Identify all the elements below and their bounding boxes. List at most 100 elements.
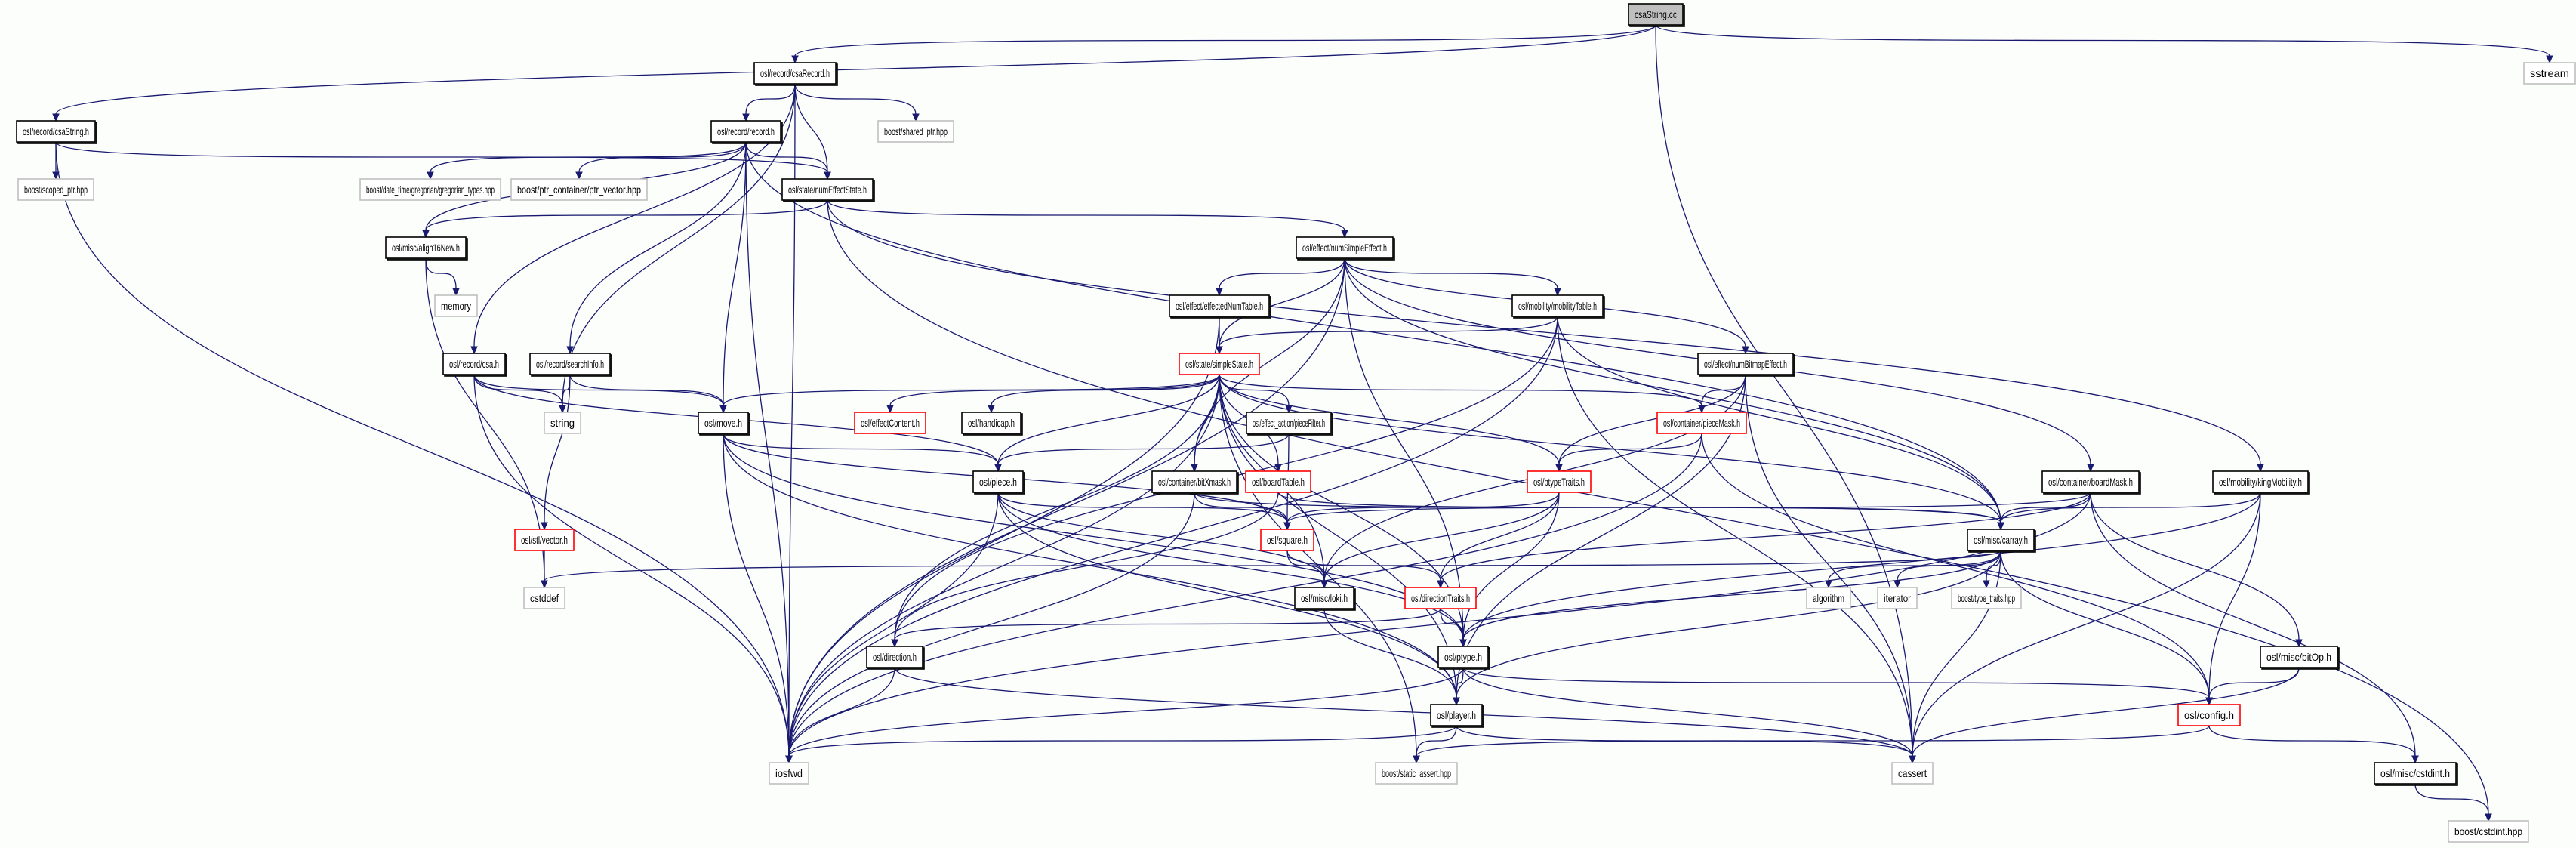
node-box	[1246, 412, 1332, 434]
node-label: osl/stl/vector.h	[521, 534, 568, 546]
node-osl-config-h[interactable]: osl/config.h	[2177, 704, 2241, 726]
node-osl-record-record-h[interactable]: osl/record/record.h	[710, 120, 783, 144]
node-osl-directiontraits-h[interactable]: osl/directionTraits.h	[1404, 587, 1477, 609]
node-box	[1806, 587, 1851, 609]
edge-line	[2414, 783, 2489, 815]
edge-line	[991, 374, 1220, 406]
edge-line	[788, 492, 1195, 757]
node-label: boost/scoped_ptr.hpp	[24, 183, 88, 196]
edge-bitXmask_h-to-square_h	[1194, 492, 1291, 531]
node-box	[1375, 762, 1458, 785]
node-osl-effect-numbitmapeffect-h[interactable]: osl/effect/numBitmapEffect.h	[1697, 353, 1795, 377]
node-box	[1430, 704, 1483, 726]
node-osl-misc-loki-h[interactable]: osl/misc/loki.h	[1294, 587, 1356, 611]
edge-line	[1462, 550, 2001, 640]
edge-line	[569, 374, 724, 406]
edge-line	[1440, 492, 2091, 581]
edge-bitOp_h-to-config_h	[2205, 667, 2300, 706]
node-label: algorithm	[1813, 592, 1844, 604]
arrowhead-icon	[1437, 580, 1444, 589]
edge-simpleState_h-to-bitXmask_h	[1191, 374, 1220, 473]
node-label: osl/effect/effectedNumTable.h	[1176, 300, 1263, 312]
edge-numSimpleEffect_h-to-effectedNumTable_h	[1216, 257, 1345, 297]
node-label: osl/effectContent.h	[861, 417, 920, 429]
node-osl-move-h[interactable]: osl/move.h	[698, 412, 750, 436]
node-osl-container-boardmask-h[interactable]: osl/container/boardMask.h	[2041, 470, 2141, 495]
node-label: osl/record/record.h	[717, 125, 775, 137]
node-osl-piece-h[interactable]: osl/piece.h	[972, 470, 1025, 495]
edge-line	[1416, 725, 2210, 757]
node-label: osl/move.h	[704, 417, 742, 429]
node-label: sstream	[2530, 67, 2569, 79]
node-osl-boardtable-h[interactable]: osl/boardTable.h	[1245, 470, 1311, 493]
node-label: osl/effect/numBitmapEffect.h	[1704, 358, 1787, 370]
arrowhead-icon	[886, 405, 894, 414]
edge-line	[745, 141, 790, 757]
edge-line	[1456, 667, 1464, 698]
node-osl-ptypetraits-h[interactable]: osl/ptypeTraits.h	[1527, 470, 1592, 493]
edge-carray_h-to-algorithm	[1825, 550, 2001, 589]
node-osl-container-bitxmask-h[interactable]: osl/container/bitXmask.h	[1151, 470, 1239, 495]
node-osl-ptype-h[interactable]: osl/ptype.h	[1437, 646, 1490, 670]
node-osl-effect-numsimpleeffect-h[interactable]: osl/effect/numSimpleEffect.h	[1296, 236, 1395, 261]
node-osl-record-csa-h[interactable]: osl/record/csa.h	[442, 353, 507, 377]
edge-line	[1558, 433, 1702, 465]
node-label: osl/container/pieceMask.h	[1663, 417, 1740, 429]
node-box	[1245, 470, 1311, 493]
arrowhead-icon	[824, 171, 831, 180]
node-label: osl/record/csaString.h	[23, 125, 89, 137]
arrowhead-icon	[1341, 230, 1348, 239]
node-osl-square-h[interactable]: osl/square.h	[1260, 529, 1314, 551]
node-osl-direction-h[interactable]: osl/direction.h	[866, 646, 925, 670]
edge-line	[723, 141, 747, 406]
node-osl-state-simplestate-h[interactable]: osl/state/simpleState.h	[1179, 353, 1260, 375]
node-osl-state-numeffectstate-h[interactable]: osl/state/numEffectState.h	[781, 178, 875, 202]
edge-line	[788, 83, 796, 757]
node-label: osl/mobility/mobilityTable.h	[1518, 300, 1597, 312]
node-osl-player-h[interactable]: osl/player.h	[1430, 704, 1484, 728]
edge-line	[473, 374, 563, 406]
node-label: boost/cstdint.hpp	[2454, 825, 2522, 837]
edge-move_h-to-piece_h	[723, 433, 1002, 473]
edge-kingMobility_h-to-config_h	[2205, 492, 2261, 706]
node-box	[1628, 3, 1684, 26]
node-label: osl/handicap.h	[968, 417, 1015, 429]
node-osl-effectcontent-h[interactable]: osl/effectContent.h	[854, 412, 926, 434]
node-osl-stl-vector-h[interactable]: osl/stl/vector.h	[514, 529, 575, 551]
node-label: osl/mobility/kingMobility.h	[2219, 476, 2302, 488]
node-boost-scoped-ptr-hpp: boost/scoped_ptr.hpp	[17, 178, 94, 201]
arrowhead-icon	[1191, 464, 1198, 473]
node-osl-mobility-kingmobility-h[interactable]: osl/mobility/kingMobility.h	[2212, 470, 2310, 495]
node-osl-misc-bitop-h[interactable]: osl/misc/bitOp.h	[2260, 646, 2340, 670]
node-osl-effect-effectednumtable-h[interactable]: osl/effect/effectedNumTable.h	[1169, 294, 1271, 319]
arrowhead-icon	[2546, 55, 2553, 64]
edge-ptypeTraits_h-to-ptype_h	[1459, 492, 1560, 648]
node-osl-misc-align16new-h[interactable]: osl/misc/align16New.h	[385, 236, 468, 261]
node-osl-record-csarecord-h[interactable]: osl/record/csaRecord.h	[753, 62, 838, 86]
node-label: boost/date_time/gregorian/gregorian_type…	[366, 183, 495, 196]
arrowhead-icon	[2257, 464, 2264, 473]
node-osl-misc-cstdint-h[interactable]: osl/misc/cstdint.h	[2374, 762, 2458, 786]
node-osl-effect-action-piecefilter-h[interactable]: osl/effect_action/pieceFilter.h	[1246, 412, 1333, 436]
node-osl-mobility-mobilitytable-h[interactable]: osl/mobility/mobilityTable.h	[1511, 294, 1605, 319]
node-osl-container-piecemask-h[interactable]: osl/container/pieceMask.h	[1656, 412, 1747, 434]
arrowhead-icon	[559, 405, 566, 414]
node-label: osl/player.h	[1437, 709, 1476, 721]
node-csastring-cc[interactable]: csaString.cc	[1628, 3, 1685, 27]
arrowhead-icon	[541, 522, 548, 531]
node-osl-handicap-h[interactable]: osl/handicap.h	[961, 412, 1023, 436]
nodes-layer: csaString.cc osl/record/csaRecord.h sstrea…	[16, 3, 2576, 843]
edge-csaRecord_h-to-record_h	[742, 83, 796, 122]
edge-line	[1745, 374, 1913, 757]
node-osl-misc-carray-h[interactable]: osl/misc/carray.h	[1967, 529, 2036, 553]
node-label: osl/effect/numSimpleEffect.h	[1302, 242, 1387, 254]
edge-piece_h-to-player_h	[997, 492, 1460, 706]
edge-config_h-to-static_assert	[1413, 725, 2210, 764]
node-osl-record-searchinfo-h[interactable]: osl/record/searchInfo.h	[529, 353, 612, 377]
edge-line	[794, 83, 917, 115]
edge-line	[827, 199, 1345, 231]
edge-line	[1912, 667, 2300, 757]
node-osl-record-csastring-h[interactable]: osl/record/csaString.h	[16, 120, 97, 144]
node-box	[2260, 646, 2338, 668]
node-algorithm: algorithm	[1806, 587, 1851, 609]
